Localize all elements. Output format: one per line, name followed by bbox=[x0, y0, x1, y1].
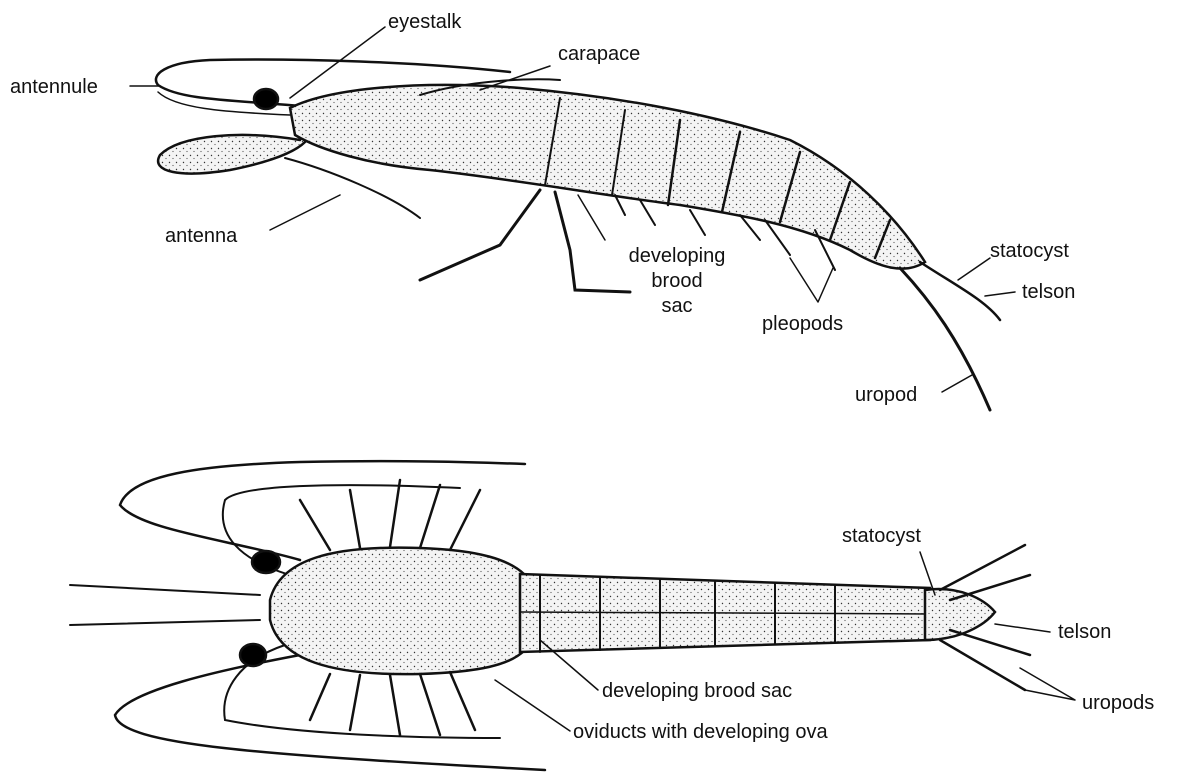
label-brood-sac-bottom: developing brood sac bbox=[602, 680, 792, 702]
thoracic-leg bbox=[420, 190, 540, 280]
top-eye bbox=[254, 89, 278, 109]
leader-telson-bottom bbox=[995, 624, 1050, 632]
leader-antenna bbox=[270, 195, 340, 230]
label-pleopods: pleopods bbox=[762, 313, 843, 335]
label-carapace: carapace bbox=[558, 43, 640, 65]
antenna-scale-shape bbox=[158, 135, 305, 174]
bottom-cephalothorax bbox=[270, 548, 525, 675]
label-telson-top: telson bbox=[1022, 281, 1075, 303]
leader-statocyst bbox=[958, 258, 990, 280]
leader-oviducts bbox=[495, 680, 570, 731]
label-brood-sac-line2: brood bbox=[612, 270, 742, 292]
label-antennule: antennule bbox=[10, 76, 98, 98]
leader-uropods-bottom bbox=[1020, 668, 1075, 700]
leader-brood-sac bbox=[578, 195, 605, 240]
bottom-eye-lower bbox=[240, 644, 266, 666]
label-eyestalk: eyestalk bbox=[388, 11, 461, 33]
label-statocyst-bottom: statocyst bbox=[842, 525, 921, 547]
label-uropod: uropod bbox=[855, 384, 917, 406]
label-telson-bottom: telson bbox=[1058, 621, 1111, 643]
label-oviducts: oviducts with developing ova bbox=[573, 721, 828, 743]
label-antenna: antenna bbox=[165, 225, 237, 247]
bottom-eye-upper bbox=[252, 551, 280, 573]
leader-pleopods bbox=[790, 258, 833, 302]
label-uropods-bottom: uropods bbox=[1082, 692, 1154, 714]
leader-uropod bbox=[942, 375, 972, 392]
top-shrimp-lateral bbox=[130, 27, 1015, 410]
label-brood-sac-line3: sac bbox=[612, 295, 742, 317]
label-brood-sac-line1: developing bbox=[612, 245, 742, 267]
label-statocyst-top: statocyst bbox=[990, 240, 1069, 262]
leader-telson bbox=[985, 292, 1015, 296]
